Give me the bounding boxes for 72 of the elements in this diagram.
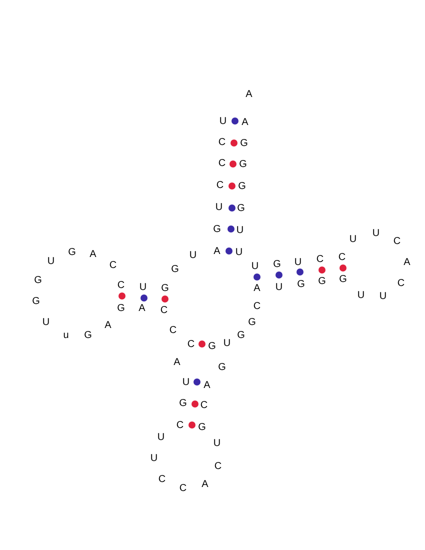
nucleotide-letter: A xyxy=(242,118,248,128)
nucleotide-letter: A xyxy=(202,480,208,490)
nucleotide-letter: G xyxy=(240,139,248,149)
nucleotide-letter: U xyxy=(139,283,147,293)
nucleotide-letter: G xyxy=(68,248,76,258)
nucleotide-letter: A xyxy=(404,258,410,268)
nucleotide-letter: G xyxy=(198,423,206,433)
nucleotide-letter: C xyxy=(160,306,168,316)
nucleotide-letter: G xyxy=(239,160,247,170)
nucleotide-letter: U xyxy=(189,251,197,261)
nucleotide-letter: C xyxy=(169,326,177,336)
nucleotide-letter: U xyxy=(372,229,380,239)
nucleotide-letter: A xyxy=(90,250,96,260)
nucleotide-letter: G xyxy=(273,260,281,270)
nucleotide-letter: A xyxy=(246,90,252,100)
nucleotide-letter: U xyxy=(215,203,223,213)
nucleotide-letter: U xyxy=(47,257,55,267)
nucleotide-letter: G xyxy=(297,280,305,290)
nucleotide-letter: C xyxy=(117,281,125,291)
nucleotide-letter: G xyxy=(208,342,216,352)
nucleotide-letter: C xyxy=(214,462,222,472)
nucleotide-letter: A xyxy=(174,358,180,368)
nucleotide-letter: U xyxy=(349,235,357,245)
nucleotide-letter: G xyxy=(117,304,125,314)
nucleotide-letter: u xyxy=(63,331,69,341)
nucleotide-letter: A xyxy=(138,304,146,314)
nucleotide-letter: U xyxy=(236,226,244,236)
nucleotide-letter: C xyxy=(218,138,226,148)
nucleotide-letter: A xyxy=(214,247,220,257)
nucleotide-letter: G xyxy=(84,331,92,341)
nucleotide-letter: C xyxy=(216,181,224,191)
nucleotide-letter: G xyxy=(318,277,326,287)
nucleotide-letter: U xyxy=(219,117,227,127)
nucleotide-letter: U xyxy=(223,339,231,349)
nucleotide-letter: G xyxy=(248,318,256,328)
nucleotide-letter: C xyxy=(397,279,405,289)
nucleotide-letter: U xyxy=(150,454,158,464)
nucleotide-letter: U xyxy=(357,291,365,301)
nucleotide-letter: G xyxy=(34,276,42,286)
nucleotide-letter: C xyxy=(158,475,166,485)
nucleotide-letter: A xyxy=(104,321,112,331)
nucleotide-letter: U xyxy=(379,292,387,302)
nucleotide-letter: C xyxy=(316,255,324,265)
nucleotide-letter: G xyxy=(218,363,226,373)
nucleotide-letter: U xyxy=(251,262,259,272)
nucleotide-letter: C xyxy=(253,302,261,312)
nucleotide-letter: G xyxy=(171,265,179,275)
nucleotide-letter: G xyxy=(161,284,169,294)
nucleotide-letter: U xyxy=(157,433,165,443)
nucleotide-letter: G xyxy=(238,182,246,192)
nucleotide-letter: G xyxy=(179,399,187,409)
nucleotide-letter: C xyxy=(179,484,187,494)
nucleotide-letter: C xyxy=(187,340,195,350)
nucleotide-letter: A xyxy=(204,381,210,391)
nucleotide-letter: C xyxy=(338,253,346,263)
nucleotide-letter: G xyxy=(32,297,40,307)
nucleotide-letter: G xyxy=(237,204,245,214)
nucleotide-letter: A xyxy=(254,284,260,294)
nucleotide-letter: U xyxy=(235,248,243,258)
nucleotide-letter: U xyxy=(42,318,50,328)
nucleotide-letter: U xyxy=(213,439,221,449)
nucleotide-letter: U xyxy=(294,258,302,268)
nucleotide-letter: C xyxy=(200,401,208,411)
nucleotide-letter: C xyxy=(109,261,117,271)
nucleotide-letter: C xyxy=(218,159,226,169)
nucleotide-letter: G xyxy=(213,225,221,235)
nucleotide-letter: C xyxy=(393,237,401,247)
nucleotide-letter: C xyxy=(176,421,184,431)
nucleotide-letter: U xyxy=(182,378,190,388)
nucleotide-letter: G xyxy=(237,331,245,341)
nucleotide-letter: G xyxy=(339,275,347,285)
nucleotide-letter: U xyxy=(275,283,283,293)
